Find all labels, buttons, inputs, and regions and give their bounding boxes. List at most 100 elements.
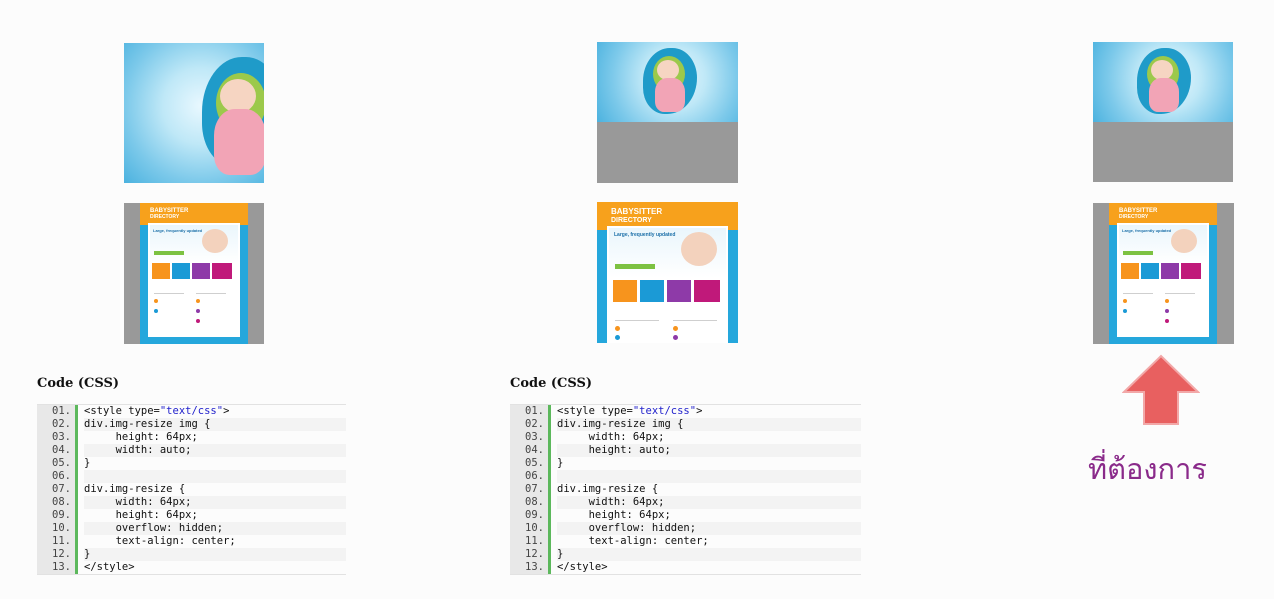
gutter-bar: [548, 418, 551, 431]
gutter-bar: [75, 444, 78, 457]
code-line: 09. height: 64px;: [510, 509, 861, 522]
gutter-bar: [548, 509, 551, 522]
code-line: 02.div.img-resize img {: [37, 418, 346, 431]
gutter-bar: [548, 405, 551, 418]
gutter-bar: [548, 522, 551, 535]
line-number: 11.: [37, 535, 75, 548]
code-text: div.img-resize {: [84, 483, 186, 495]
website-screenshot-height-scaled: BABYSITTER DIRECTORY Large, frequently u…: [124, 203, 264, 344]
baby-photo-width-scaled: [597, 42, 738, 183]
code-line: 07. div.img-resize {: [37, 483, 346, 496]
code-text: height: auto;: [557, 444, 861, 457]
line-number: 02.: [37, 418, 75, 431]
line-number: 10.: [510, 522, 548, 535]
gutter-bar: [75, 561, 78, 574]
wanted-label: ที่ต้องการ: [1088, 452, 1207, 486]
gutter-bar: [75, 431, 78, 444]
gutter-bar: [75, 509, 78, 522]
code-line: 13.</style>: [510, 561, 861, 574]
code-text: </style>: [84, 561, 135, 573]
code-text: width: 64px;: [557, 496, 861, 509]
code-text: [84, 470, 346, 483]
gutter-bar: [548, 457, 551, 470]
gutter-bar: [548, 483, 551, 496]
gutter-bar: [548, 431, 551, 444]
line-number: 04.: [510, 444, 548, 457]
code-line: 05.}: [37, 457, 346, 470]
line-number: 07.: [37, 483, 75, 496]
code-text: }: [84, 457, 91, 469]
code-line: 13. </style>: [37, 561, 346, 574]
site-brand-sub: DIRECTORY: [611, 217, 652, 224]
baby-photo-desired: [1093, 42, 1233, 182]
line-number: 04.: [37, 444, 75, 457]
line-number: 02.: [510, 418, 548, 431]
gutter-bar: [75, 470, 78, 483]
code-text: }: [557, 548, 861, 561]
code-line: 04. height: auto;: [510, 444, 861, 457]
baby-photo-height-scaled: [124, 43, 264, 183]
gutter-bar: [75, 548, 78, 561]
code-line: 06.: [510, 470, 861, 483]
line-number: 13.: [37, 561, 75, 574]
gutter-bar: [75, 522, 78, 535]
code-line: 05.}: [510, 457, 861, 470]
line-number: 08.: [510, 496, 548, 509]
code-line: 04. width: auto;: [37, 444, 346, 457]
code-line: 03. height: 64px;: [37, 431, 346, 444]
code-lines-2: 01.<style type="text/css">02. div.img-res…: [510, 405, 861, 574]
gutter-bar: [548, 561, 551, 574]
website-screenshot-desired: BABYSITTER DIRECTORY Large, frequently u…: [1093, 203, 1234, 344]
site-headline: Large, frequently updated: [614, 232, 676, 238]
gutter-bar: [548, 444, 551, 457]
gutter-bar: [548, 470, 551, 483]
code-title-1: Code (CSS): [37, 376, 120, 391]
line-number: 06.: [510, 470, 548, 483]
code-line: 01.<style type="text/css">: [37, 405, 346, 418]
code-text: height: 64px;: [84, 431, 198, 443]
line-number: 10.: [37, 522, 75, 535]
code-text: }: [84, 548, 346, 561]
line-number: 03.: [37, 431, 75, 444]
gutter-bar: [548, 548, 551, 561]
code-line: 09. height: 64px;: [37, 509, 346, 522]
line-number: 08.: [37, 496, 75, 509]
code-text: }: [557, 457, 564, 469]
code-text: width: auto;: [84, 444, 346, 457]
code-line: 08. width: 64px;: [37, 496, 346, 509]
line-number: 06.: [37, 470, 75, 483]
line-number: 05.: [37, 457, 75, 470]
code-line: 11. text-align: center;: [37, 535, 346, 548]
code-line: 03. width: 64px;: [510, 431, 861, 444]
code-text: div.img-resize img {: [557, 418, 861, 431]
line-number: 07.: [510, 483, 548, 496]
gutter-bar: [75, 535, 78, 548]
line-number: 12.: [510, 548, 548, 561]
gutter-bar: [548, 535, 551, 548]
line-number: 09.: [37, 509, 75, 522]
line-number: 05.: [510, 457, 548, 470]
site-brand: BABYSITTER: [1119, 208, 1158, 214]
gutter-bar: [75, 483, 78, 496]
gutter-bar: [75, 457, 78, 470]
code-text: div.img-resize {: [557, 483, 659, 495]
site-brand: BABYSITTER: [611, 207, 663, 216]
code-lines-1: 01.<style type="text/css">02.div.img-res…: [37, 405, 346, 574]
code-line: 01.<style type="text/css">: [510, 405, 861, 418]
line-number: 12.: [37, 548, 75, 561]
line-number: 01.: [510, 405, 548, 418]
gutter-bar: [75, 405, 78, 418]
site-brand-sub: DIRECTORY: [150, 214, 180, 220]
line-number: 09.: [510, 509, 548, 522]
code-text: height: 64px;: [84, 509, 198, 521]
code-text: [557, 470, 861, 483]
code-title-2: Code (CSS): [510, 376, 593, 391]
code-line: 12.}: [37, 548, 346, 561]
site-headline: Large, frequently updated: [153, 228, 203, 233]
code-line: 06.: [37, 470, 346, 483]
code-text: text-align: center;: [557, 535, 709, 547]
code-block-1: 01.<style type="text/css">02.div.img-res…: [37, 404, 346, 575]
code-text: height: 64px;: [557, 509, 671, 521]
code-text: width: 64px;: [84, 496, 346, 509]
code-text: overflow: hidden;: [84, 522, 346, 535]
